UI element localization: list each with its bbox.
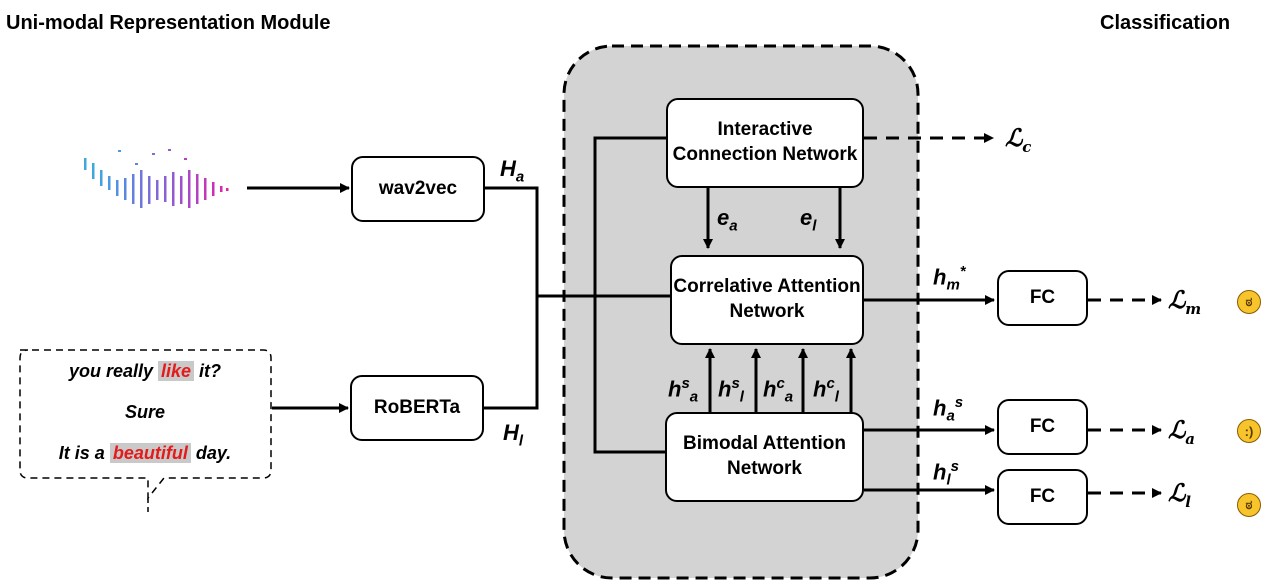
emoji-icon: ಠ <box>1237 290 1261 314</box>
fc-box-a: FC <box>997 399 1088 455</box>
label-h-a-s: has <box>933 394 964 425</box>
label-H-l: Hl <box>503 420 524 450</box>
loss-c: ℒc <box>1005 123 1032 156</box>
loss-m: ℒm <box>1168 285 1202 318</box>
loss-a: ℒa <box>1168 415 1196 448</box>
line-left-bracket <box>593 136 666 454</box>
label-H-a: Ha <box>500 156 525 186</box>
fc-box-l: FC <box>997 469 1088 525</box>
speech-bubble-icon <box>19 349 272 515</box>
correlative-attention-network: Correlative Attention Network <box>670 255 864 345</box>
label-h-m-star: hm* <box>933 263 966 294</box>
left-module-title: Uni-modal Representation Module <box>6 12 331 34</box>
waveform-icon <box>84 149 229 208</box>
loss-l: ℒl <box>1168 478 1191 511</box>
line-roberta-out <box>484 296 539 410</box>
label-h-c-l: hcl <box>813 375 839 406</box>
emoji-icon: :) <box>1237 419 1261 443</box>
utterance-line-1: you really like it? <box>68 361 222 381</box>
label-h-l-s: hls <box>933 458 959 489</box>
label-h-s-a: hsa <box>668 375 699 406</box>
fc-box-m: FC <box>997 270 1088 326</box>
emoji-icon: ಠ <box>1237 493 1261 517</box>
utterance-line-2: Sure <box>124 402 166 422</box>
roberta-box: RoBERTa <box>350 375 484 441</box>
label-e-a: ea <box>717 205 738 235</box>
utterance-line-3: It is a beautiful day. <box>58 443 232 463</box>
wav2vec-box: wav2vec <box>351 156 485 222</box>
label-h-c-a: hca <box>763 375 794 406</box>
interactive-connection-network: Interactive Connection Network <box>666 98 864 188</box>
right-module-title: Classification <box>1100 12 1231 34</box>
label-h-s-l: hsl <box>718 375 744 406</box>
line-wav2vec-out <box>485 186 539 296</box>
label-e-l: el <box>800 205 817 235</box>
bimodal-attention-network: Bimodal Attention Network <box>665 412 864 502</box>
